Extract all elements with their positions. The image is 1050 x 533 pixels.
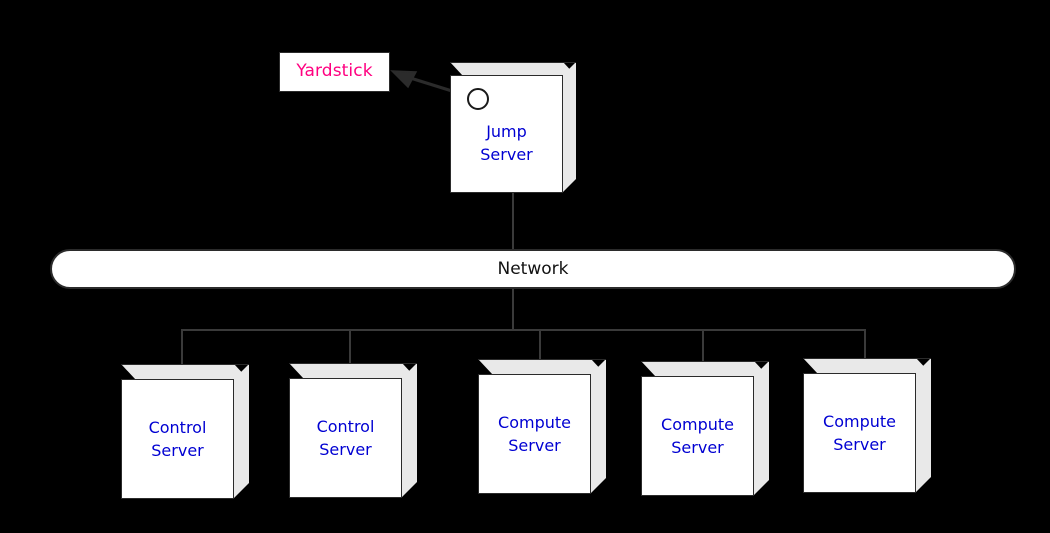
box-top-face (121, 364, 249, 380)
box-front-face: Compute Server (641, 376, 754, 496)
box-top-face (289, 363, 417, 379)
box-front-face: Control Server (289, 378, 402, 498)
lollipop-socket-icon[interactable] (467, 88, 489, 110)
box-top-face (478, 359, 606, 375)
node-server-4[interactable]: Compute Server (641, 361, 769, 496)
box-side-face (562, 62, 576, 193)
yardstick-box[interactable]: Yardstick (279, 52, 390, 92)
box-side-face (590, 359, 606, 494)
node-label: Control Server (148, 417, 207, 460)
box-side-face (915, 358, 931, 493)
box-top-face (450, 62, 576, 76)
box-top-face (641, 361, 769, 377)
box-top-diag-edge (450, 62, 576, 63)
box-side-face (401, 363, 417, 498)
node-server-1[interactable]: Control Server (121, 364, 249, 499)
box-top-diag-edge (121, 364, 249, 365)
node-server-5[interactable]: Compute Server (803, 358, 931, 493)
box-top-diag-edge (478, 359, 606, 360)
box-side-face (753, 361, 769, 496)
network-label: Network (497, 259, 569, 279)
node-server-3[interactable]: Compute Server (478, 359, 606, 494)
box-front-face: Control Server (121, 379, 234, 499)
box-top-diag-edge (803, 358, 931, 359)
box-top-face (803, 358, 931, 374)
box-top-diag-edge (289, 363, 417, 364)
node-label: Compute Server (823, 411, 896, 454)
node-server-2[interactable]: Control Server (289, 363, 417, 498)
node-label: Compute Server (498, 412, 571, 455)
node-jump-server[interactable]: Jump Server (450, 62, 576, 193)
box-side-face (233, 364, 249, 499)
box-front-face: Jump Server (450, 75, 563, 193)
node-label: Control Server (316, 416, 375, 459)
network-bar[interactable]: Network (50, 249, 1016, 289)
box-top-diag-edge (641, 361, 769, 362)
box-front-face: Compute Server (803, 373, 916, 493)
yardstick-label: Yardstick (296, 61, 373, 82)
box-front-face: Compute Server (478, 374, 591, 494)
node-label: Jump Server (480, 121, 533, 164)
node-label: Compute Server (661, 414, 734, 457)
